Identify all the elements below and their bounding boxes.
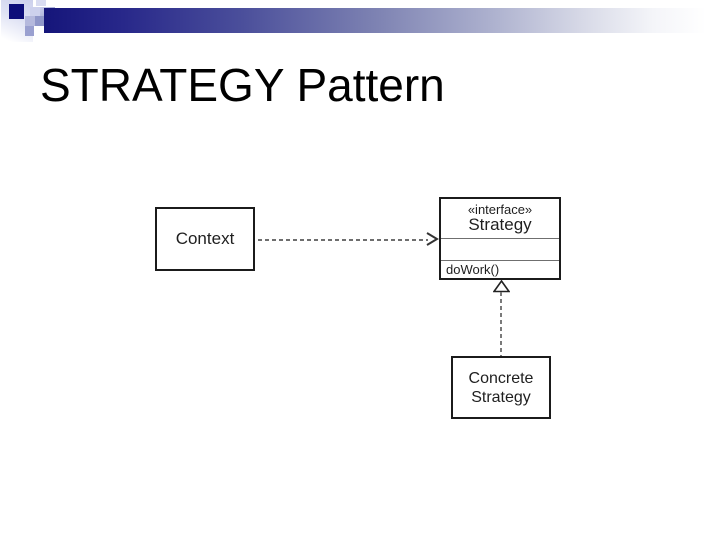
concrete-strategy-box: Concrete Strategy — [451, 356, 551, 419]
deco-square — [30, 7, 40, 16]
deco-square — [25, 16, 35, 26]
deco-square — [25, 26, 34, 36]
realization-triangle-icon — [493, 280, 510, 293]
context-class-label: Context — [175, 229, 235, 248]
deco-gradient-bar — [44, 8, 706, 33]
dowork-operation: doWork() — [446, 262, 500, 277]
deco-navy-square — [9, 4, 24, 19]
context-class-box: Context — [155, 207, 255, 271]
dependency-dashed-line — [258, 239, 428, 241]
concrete-strategy-label-line1: Concrete — [468, 369, 534, 387]
attributes-compartment-empty — [441, 238, 559, 260]
strategy-name-compartment: «interface» Strategy — [441, 199, 559, 238]
open-arrowhead-icon — [426, 232, 439, 246]
strategy-interface-box: «interface» Strategy doWork() — [439, 197, 561, 280]
interface-stereotype: «interface» — [467, 201, 533, 217]
operations-compartment: doWork() — [441, 260, 559, 278]
strategy-class-name: Strategy — [468, 215, 532, 235]
deco-square — [36, 0, 46, 6]
concrete-strategy-label-line2: Strategy — [471, 388, 531, 406]
slide-title: STRATEGY Pattern — [40, 59, 445, 111]
deco-square — [35, 16, 45, 26]
realization-dashed-line — [500, 292, 502, 356]
